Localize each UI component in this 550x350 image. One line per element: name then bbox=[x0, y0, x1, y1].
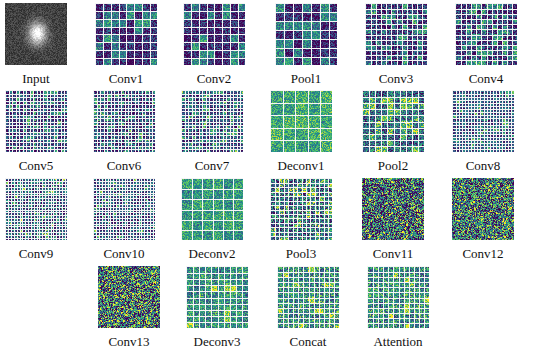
layer-label: Conv6 bbox=[84, 158, 164, 173]
feature-map: Conv10 bbox=[84, 178, 164, 261]
feature-map-image bbox=[5, 90, 67, 152]
feature-map: Conv1 bbox=[86, 3, 166, 86]
feature-map: Conv2 bbox=[174, 3, 254, 86]
layer-label: Conv4 bbox=[446, 71, 526, 86]
feature-map-image bbox=[362, 178, 424, 240]
feature-map: Pool3 bbox=[261, 178, 341, 261]
feature-map-image bbox=[5, 3, 67, 65]
feature-map: Input bbox=[0, 3, 76, 86]
layer-label: Concat bbox=[268, 334, 348, 349]
layer-label: Deconv3 bbox=[177, 334, 257, 349]
layer-label: Conv3 bbox=[356, 71, 436, 86]
layer-label: Deconv2 bbox=[172, 246, 252, 261]
feature-map-image bbox=[181, 178, 243, 240]
layer-label: Input bbox=[0, 71, 76, 86]
feature-map-image bbox=[277, 266, 339, 328]
feature-map-image bbox=[367, 266, 429, 328]
feature-map-image bbox=[452, 90, 514, 152]
layer-label: Pool3 bbox=[261, 246, 341, 261]
feature-map-image bbox=[452, 178, 514, 240]
layer-label: Pool2 bbox=[353, 158, 433, 173]
feature-map: Deconv3 bbox=[177, 266, 257, 349]
layer-label: Deconv1 bbox=[261, 158, 341, 173]
layer-label: Conv11 bbox=[353, 246, 433, 261]
feature-map-image bbox=[455, 3, 517, 65]
feature-map-image bbox=[183, 3, 245, 65]
layer-label: Conv8 bbox=[443, 158, 523, 173]
feature-map-image bbox=[93, 178, 155, 240]
feature-map: Conv9 bbox=[0, 178, 76, 261]
feature-map-image bbox=[275, 3, 337, 65]
layer-label: Conv13 bbox=[89, 334, 169, 349]
layer-label: Attention bbox=[358, 334, 438, 349]
feature-map-image bbox=[95, 3, 157, 65]
feature-map-image bbox=[270, 178, 332, 240]
layer-label: Pool1 bbox=[266, 71, 346, 86]
feature-map-image bbox=[98, 266, 160, 328]
feature-map-image bbox=[186, 266, 248, 328]
layer-label: Conv2 bbox=[174, 71, 254, 86]
feature-map: Conv4 bbox=[446, 3, 526, 86]
layer-label: Conv5 bbox=[0, 158, 76, 173]
feature-map-image bbox=[93, 90, 155, 152]
feature-map: Deconv1 bbox=[261, 90, 341, 173]
feature-map: Pool1 bbox=[266, 3, 346, 86]
layer-label: Conv9 bbox=[0, 246, 76, 261]
feature-map-image bbox=[5, 178, 67, 240]
feature-map: Conv5 bbox=[0, 90, 76, 173]
feature-map: Conv7 bbox=[172, 90, 252, 173]
feature-map: Attention bbox=[358, 266, 438, 349]
layer-label: Conv12 bbox=[443, 246, 523, 261]
feature-map: Concat bbox=[268, 266, 348, 349]
feature-map: Conv3 bbox=[356, 3, 436, 86]
feature-map-image bbox=[270, 90, 332, 152]
feature-map: Deconv2 bbox=[172, 178, 252, 261]
feature-map-image bbox=[362, 90, 424, 152]
feature-map: Conv11 bbox=[353, 178, 433, 261]
feature-map: Conv6 bbox=[84, 90, 164, 173]
feature-map-image bbox=[365, 3, 427, 65]
layer-label: Conv1 bbox=[86, 71, 166, 86]
feature-map: Conv13 bbox=[89, 266, 169, 349]
feature-map: Pool2 bbox=[353, 90, 433, 173]
feature-map: Conv12 bbox=[443, 178, 523, 261]
feature-map: Conv8 bbox=[443, 90, 523, 173]
layer-label: Conv7 bbox=[172, 158, 252, 173]
feature-map-image bbox=[181, 90, 243, 152]
layer-label: Conv10 bbox=[84, 246, 164, 261]
